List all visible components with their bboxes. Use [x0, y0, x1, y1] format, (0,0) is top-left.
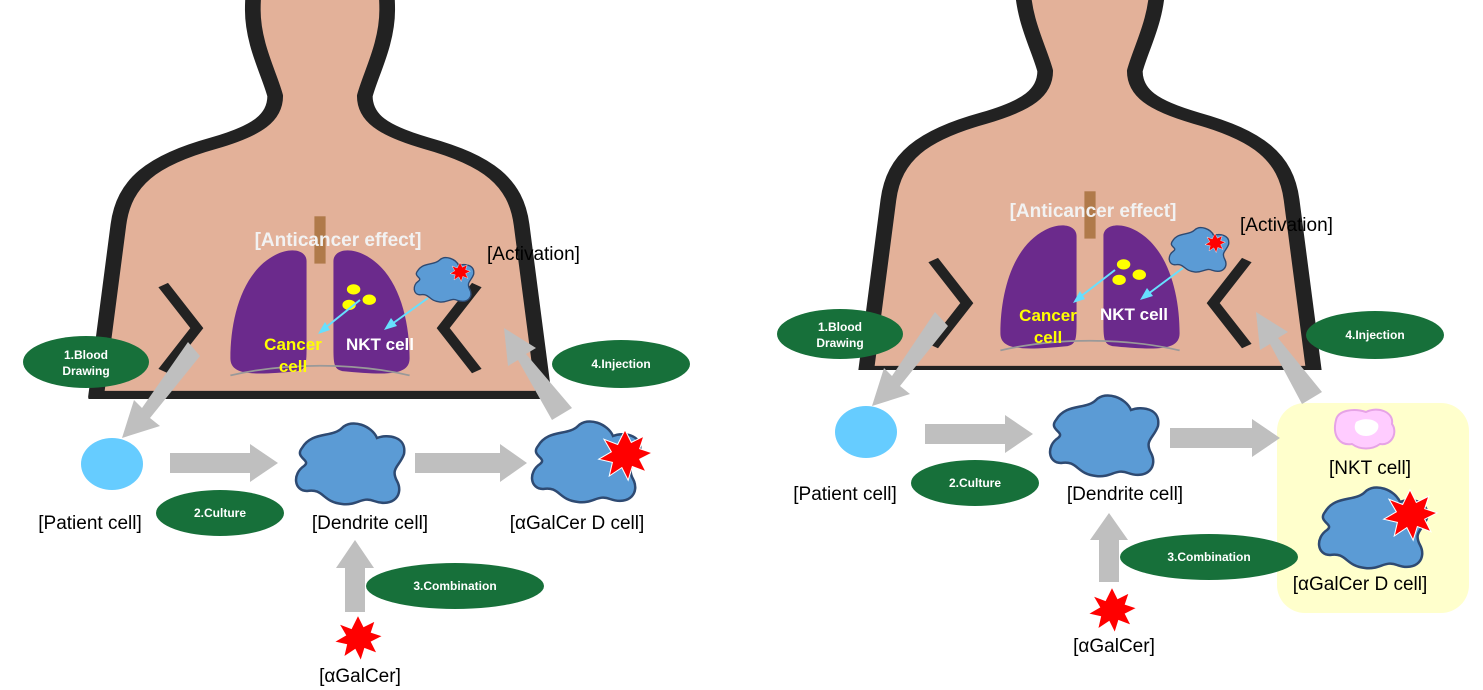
- left-dendrite-cell-icon: [294, 422, 406, 506]
- right-step2-label: 2.Culture: [949, 476, 1001, 490]
- right-nkt-cell-box-label: [NKT cell]: [1329, 458, 1411, 479]
- right-arrow-blood-drawing: [872, 312, 948, 406]
- left-arrow-to-agalcer-d-cell: [415, 444, 527, 482]
- left-step2-label: 2.Culture: [194, 506, 246, 520]
- left-agalcer-label: [αGalCer]: [319, 666, 401, 687]
- right-dendrite-cell-label: [Dendrite cell]: [1067, 484, 1183, 505]
- left-target-arrow-cancer: [324, 299, 361, 329]
- left-anticancer-label: [Anticancer effect]: [255, 230, 422, 251]
- right-step3-label: 3.Combination: [1167, 550, 1250, 564]
- right-activation-label: [Activation]: [1240, 215, 1333, 236]
- left-step1-badge: [23, 336, 149, 388]
- left-step3-label: 3.Combination: [413, 579, 496, 593]
- right-step1-line2: Drawing: [816, 336, 863, 350]
- left-step4-label: 4.Injection: [591, 357, 650, 371]
- left-arrow-combination: [336, 540, 374, 612]
- right-target-arrow-cancer: [1079, 269, 1116, 298]
- left-patient-cell-label: [Patient cell]: [38, 513, 142, 534]
- right-agalcer-d-cell-label: [αGalCer D cell]: [1293, 574, 1428, 595]
- left-arrow-culture: [170, 444, 278, 482]
- right-nkt-cell-label: NKT cell: [1100, 305, 1168, 324]
- left-target-arrowhead-nkt: [384, 318, 397, 330]
- right-patient-cell-label: [Patient cell]: [793, 484, 897, 505]
- right-nkt-cell-icon: [1334, 408, 1396, 450]
- left-target-arrowhead-cancer: [318, 322, 330, 334]
- right-target-arrowhead-nkt: [1140, 288, 1153, 300]
- right-cancer-line2: cell: [1034, 328, 1062, 347]
- right-step3-badge: [1120, 534, 1298, 580]
- left-step1-line2: Drawing: [62, 364, 109, 378]
- right-agalcer-label: [αGalCer]: [1073, 636, 1155, 657]
- right-dendrite-cell-icon: [1048, 394, 1160, 478]
- left-arrow-injection: [504, 328, 572, 420]
- right-step1-line1: 1.Blood: [818, 320, 862, 334]
- left-activation-label: [Activation]: [487, 244, 580, 265]
- right-arrow-combination: [1090, 513, 1128, 582]
- left-cancer-line2: cell: [279, 357, 307, 376]
- right-target-arrowhead-cancer: [1073, 291, 1085, 303]
- left-agalcer-burst-icon: [333, 614, 384, 662]
- right-arrow-injection: [1256, 312, 1322, 404]
- right-step4-label: 4.Injection: [1345, 328, 1404, 342]
- left-patient-cell-icon: [81, 438, 143, 490]
- right-agalcer-burst-icon: [1087, 586, 1138, 634]
- left-cancer-line1: Cancer: [264, 335, 322, 354]
- left-step2-badge: [156, 490, 284, 536]
- right-step2-badge: [911, 460, 1039, 506]
- right-step4-badge: [1306, 311, 1444, 359]
- left-step1-line1: 1.Blood: [64, 348, 108, 362]
- left-arrow-blood-drawing: [122, 342, 200, 438]
- right-patient-cell-icon: [835, 406, 897, 458]
- right-step1-badge: [777, 309, 903, 359]
- right-target-arrow-nkt: [1147, 267, 1184, 295]
- left-nkt-cell-label: NKT cell: [346, 335, 414, 354]
- left-agalcer-d-cell-label: [αGalCer D cell]: [510, 513, 645, 534]
- left-target-arrow-nkt: [391, 297, 429, 325]
- left-step4-badge: [552, 340, 690, 388]
- right-arrow-culture: [925, 415, 1033, 453]
- left-step3-badge: [366, 563, 544, 609]
- right-arrow-to-box: [1170, 419, 1280, 457]
- right-anticancer-label: [Anticancer effect]: [1010, 201, 1177, 222]
- left-dendrite-cell-label: [Dendrite cell]: [312, 513, 428, 534]
- right-cancer-line1: Cancer: [1019, 306, 1077, 325]
